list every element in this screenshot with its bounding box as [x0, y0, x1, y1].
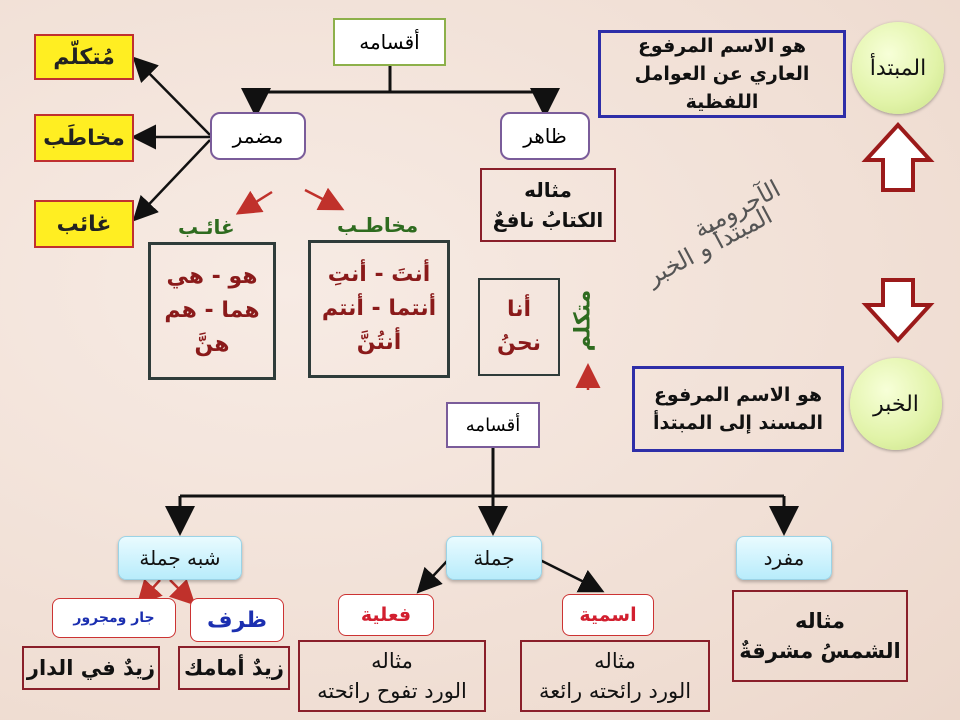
hollow-arrow-down [861, 278, 935, 343]
mukhatab-line-2: أنتما - أنتم [321, 296, 437, 321]
mutakallim-vertical-label: متكلم [570, 289, 596, 352]
mutakallim-line-2: نحنُ [497, 331, 541, 356]
jar-majrur-text: جار ومجرور [73, 610, 155, 626]
ghaib-line-1: هو - هي [166, 264, 258, 289]
mubtada-def-line-1: هو الاسم المرفوع [637, 35, 807, 57]
mufrad-example-line-2: الشمسُ مشرقةٌ [739, 639, 901, 663]
zarf-example-text: زيدٌ أمامك [183, 656, 285, 680]
mufrad-text: مفرد [763, 546, 805, 570]
zahir-example-box: مثاله الكتابُ نافعٌ [480, 168, 616, 242]
arrow-to-ghaib [132, 139, 211, 222]
mukhatab-yellow-text: مخاطَب [43, 125, 125, 151]
jar-example-box: زيدٌ في الدار [22, 646, 160, 690]
red-arrow-left [235, 190, 273, 215]
bottom-aqsamuhu-text: أقسامه [465, 414, 521, 436]
filiyya-example-line-2: الورد تفوح رائحته [317, 679, 467, 703]
filiyya-example-box: مثاله الورد تفوح رائحته [298, 640, 486, 712]
zarf-example-box: زيدٌ أمامك [178, 646, 290, 690]
mukhatab-line-3: أنتُنَّ [356, 330, 402, 355]
ismiyya-example-line-2: الورد رائحته رائعة [538, 679, 692, 703]
jumla-box: جملة [446, 536, 542, 580]
mufrad-box: مفرد [736, 536, 832, 580]
ghaib-pronouns-box: هو - هي هما - هم هنَّ [148, 242, 276, 380]
mukhatab-label: مخاطـب [337, 213, 419, 237]
khabar-circle: الخبر [850, 358, 942, 450]
ghaib-yellow-text: غائب [56, 211, 112, 237]
ismiyya-pill: اسمية [562, 594, 654, 636]
arrow-to-ismiyya [539, 558, 605, 593]
khabar-definition-box: هو الاسم المرفوع المسند إلى المبتدأ [632, 366, 844, 452]
hollow-arrow-up [861, 122, 935, 192]
ghaib-label: غائـب [178, 215, 235, 239]
mubtada-circle: المبتدأ [852, 22, 944, 114]
bottom-aqsamuhu-box: أقسامه [446, 402, 540, 448]
mukhatab-yellow-box: مخاطَب [34, 114, 134, 162]
mutakallim-yellow-text: مُتكلّم [53, 44, 115, 70]
shibh-jumla-box: شبه جملة [118, 536, 242, 580]
ghaib-line-3: هنَّ [194, 332, 230, 357]
zarf-pill: ظرف [190, 598, 284, 642]
mukhatab-line-1: أنتَ - أنتِ [327, 262, 431, 287]
top-tree-stem [256, 66, 545, 94]
mufrad-example-line-1: مثاله [794, 609, 846, 633]
mudmar-box: مضمر [210, 112, 306, 160]
ismiyya-text: اسمية [579, 604, 637, 626]
khabar-circle-text: الخبر [873, 391, 919, 417]
filiyya-pill: فعلية [338, 594, 434, 636]
zahir-box: ظاهر [500, 112, 590, 160]
top-aqsamuhu-text: أقسامه [359, 30, 420, 54]
ismiyya-example-box: مثاله الورد رائحته رائعة [520, 640, 710, 712]
mubtada-definition-box: هو الاسم المرفوع العاري عن العوامل اللفظ… [598, 30, 846, 118]
jar-example-text: زيدٌ في الدار [26, 656, 156, 680]
mutakallim-yellow-box: مُتكلّم [34, 34, 134, 80]
filiyya-example-line-1: مثاله [371, 649, 413, 673]
mutakallim-line-1: أنا [506, 297, 532, 322]
arrow-to-mutakallim [132, 56, 211, 136]
ghaib-yellow-box: غائب [34, 200, 134, 248]
arrow-to-filiyya [416, 559, 449, 594]
khabar-def-line-1: هو الاسم المرفوع [653, 384, 823, 406]
ismiyya-example-line-1: مثاله [594, 649, 636, 673]
mutakallim-pronouns-box: أنا نحنُ [478, 278, 560, 376]
jumla-text: جملة [473, 546, 515, 570]
mudmar-text: مضمر [232, 124, 284, 148]
top-aqsamuhu-box: أقسامه [333, 18, 446, 66]
bottom-tree-stem [180, 448, 784, 498]
mubtada-def-line-2: العاري عن العوامل اللفظية [634, 63, 810, 113]
khabar-def-line-2: المسند إلى المبتدأ [653, 412, 823, 434]
ghaib-line-2: هما - هم [164, 298, 260, 323]
zahir-text: ظاهر [523, 124, 567, 148]
mubtada-circle-text: المبتدأ [869, 55, 927, 81]
zahir-example-line-2: الكتابُ نافعٌ [492, 208, 604, 232]
arrow-to-zarf [169, 579, 196, 606]
mufrad-example-box: مثاله الشمسُ مشرقةٌ [732, 590, 908, 682]
zahir-example-line-1: مثاله [524, 178, 572, 202]
zarf-text: ظرف [207, 607, 267, 633]
red-arrow-right [304, 187, 345, 211]
filiyya-text: فعلية [360, 604, 412, 626]
shibh-jumla-text: شبه جملة [139, 546, 221, 570]
mukhatab-pronouns-box: أنتَ - أنتِ أنتما - أنتم أنتُنَّ [308, 240, 450, 378]
jar-majrur-pill: جار ومجرور [52, 598, 176, 638]
